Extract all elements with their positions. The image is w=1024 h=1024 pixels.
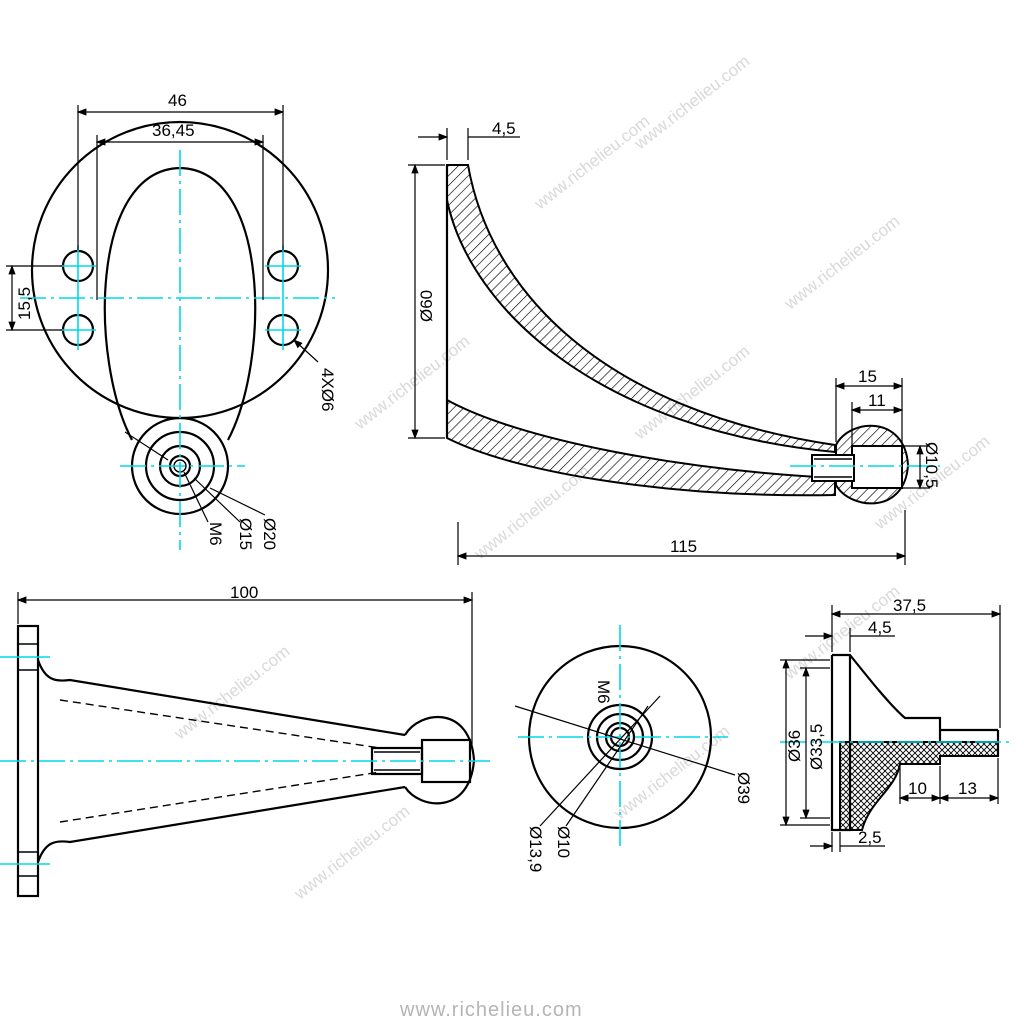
- dim-holes: 4XØ6: [318, 368, 337, 411]
- watermark-text: www.richelieu.com: [780, 212, 903, 314]
- footer-url: www.richelieu.com: [399, 999, 583, 1021]
- arm-hidden: [59, 699, 381, 749]
- bottom-middle-view: M6 Ø39 Ø13,9 Ø10: [514, 625, 753, 872]
- dim-37-5: 37,5: [893, 596, 926, 615]
- leader-line: [124, 431, 169, 461]
- cone-outline: [832, 653, 942, 742]
- dim-4-5: 4,5: [492, 119, 516, 138]
- section-wall-lower: [446, 398, 836, 497]
- ball-end: [404, 715, 476, 805]
- dim-d36: Ø36: [785, 730, 804, 762]
- dim-13: 13: [958, 779, 977, 798]
- dim-15-5: 15,5: [15, 287, 34, 320]
- dim-100: 100: [230, 583, 258, 602]
- ball-bore: [851, 445, 903, 489]
- watermark-text: www.richelieu.com: [170, 642, 293, 744]
- dim-36-45: 36,45: [152, 121, 195, 140]
- dim-d10: Ø10: [554, 826, 573, 858]
- top-left-view: 46 36,45 15,5 4XØ6 M6 Ø15 Ø20: [6, 91, 337, 550]
- dim-4-5: 4,5: [868, 618, 892, 637]
- dim-m6: M6: [594, 680, 613, 704]
- dim-2-5: 2,5: [858, 828, 882, 847]
- dim-11: 11: [868, 391, 886, 410]
- dim-d15: Ø15: [236, 518, 255, 550]
- dim-115: 115: [670, 537, 697, 556]
- arm-hidden: [59, 771, 381, 823]
- watermark-text: www.richelieu.com: [470, 462, 593, 564]
- leader-line: [209, 487, 266, 516]
- dim-d20: Ø20: [260, 518, 279, 550]
- bottom-right-view: 37,5 4,5 Ø33,5 Ø36 10 13 2,5: [780, 596, 1010, 852]
- dim-d60: Ø60: [417, 290, 436, 322]
- section-wall-upper: [446, 164, 836, 454]
- watermark-text: www.richelieu.com: [630, 52, 753, 154]
- dim-46: 46: [168, 91, 187, 110]
- dim-m6: M6: [206, 522, 225, 546]
- bottom-left-view: 100: [0, 583, 490, 898]
- watermark-text: www.richelieu.com: [290, 802, 413, 904]
- dim-d33-5: Ø33,5: [807, 724, 826, 770]
- leader-line: [193, 477, 241, 523]
- leader-line: [565, 705, 649, 827]
- leader-line: [293, 339, 319, 363]
- dim-d39: Ø39: [734, 772, 753, 804]
- dim-10: 10: [908, 779, 927, 798]
- section-hatch: [839, 741, 999, 831]
- arm-outline: [36, 659, 406, 863]
- dim-d13-9: Ø13,9: [526, 826, 545, 872]
- leader-line: [183, 471, 209, 523]
- watermark-text: www.richelieu.com: [530, 112, 653, 214]
- top-right-view: 4,5 Ø60 15 11 Ø10,5 115: [408, 119, 941, 565]
- dim-15: 15: [858, 367, 877, 386]
- dim-d10-5: Ø10,5: [922, 442, 941, 488]
